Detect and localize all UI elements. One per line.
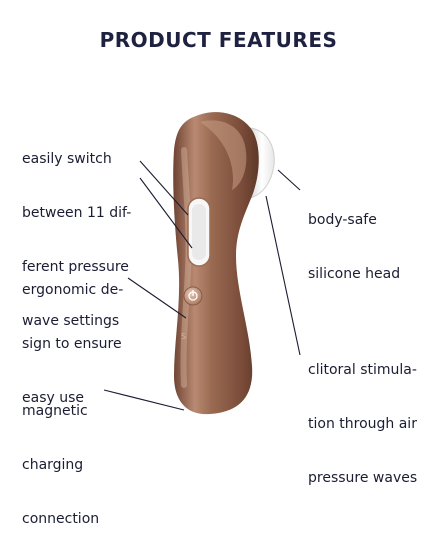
silicone-head-label: body-safe silicone head	[308, 212, 401, 282]
logo-mark: S	[181, 332, 186, 341]
device-body	[173, 112, 259, 415]
magnetic-charging-label: magnetic charging connection	[22, 403, 100, 527]
product-illustration: S	[103, 112, 301, 415]
page-title: PRODUCT FEATURES	[99, 28, 338, 52]
pressure-settings-label: easily switch between 11 dif- ferent pre…	[22, 151, 132, 329]
air-pressure-label: clitoral stimula- tion through air press…	[308, 362, 418, 486]
ergonomic-design-label: ergonomic de- sign to ensure easy use	[22, 282, 124, 406]
